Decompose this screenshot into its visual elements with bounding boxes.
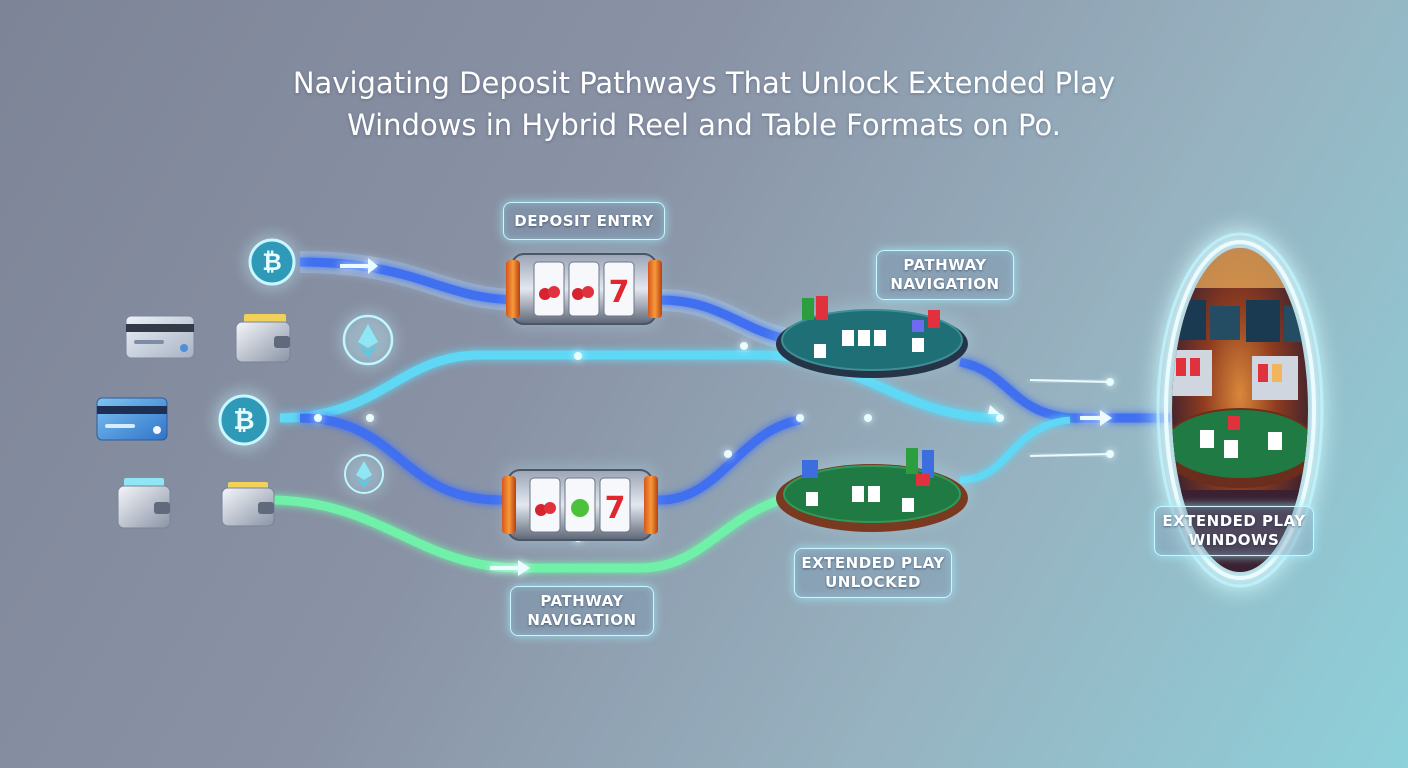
label-extended-play-windows: EXTENDED PLAY WINDOWS xyxy=(1154,506,1314,556)
node-dot xyxy=(996,414,1004,422)
bitcoin-icon: ₿ xyxy=(214,390,274,450)
label-deposit-entry-text: DEPOSIT ENTRY xyxy=(514,211,654,230)
node-dot xyxy=(796,414,804,422)
slot-machine-icon: 7 xyxy=(502,466,658,544)
ethereum-icon xyxy=(342,452,386,496)
path-lower-blue xyxy=(299,413,801,505)
label-line: EXTENDED PLAY xyxy=(801,554,945,572)
svg-text:₿: ₿ xyxy=(233,406,254,436)
path-streak-2 xyxy=(1029,453,1111,457)
node-dot xyxy=(864,414,872,422)
node-dot xyxy=(366,414,374,422)
label-line: NAVIGATION xyxy=(527,611,637,629)
node-dot xyxy=(724,450,732,458)
arrow-icon xyxy=(340,258,378,274)
wallet-icon xyxy=(221,482,275,527)
wallet-icon xyxy=(117,478,171,529)
svg-text:7: 7 xyxy=(609,275,630,310)
poker-table-icon xyxy=(772,296,972,378)
page-title: Navigating Deposit Pathways That Unlock … xyxy=(154,62,1254,146)
node-dot xyxy=(1106,378,1114,386)
blackjack-table-icon xyxy=(772,448,972,532)
label-extended-play-unlocked: EXTENDED PLAY UNLOCKED xyxy=(794,548,952,598)
bitcoin-icon: ₿ xyxy=(244,234,300,290)
credit-card-icon xyxy=(96,397,168,441)
casino-portal xyxy=(1148,222,1332,598)
label-deposit-entry: DEPOSIT ENTRY xyxy=(503,202,665,240)
arrow-icon xyxy=(988,405,1000,414)
label-line: PATHWAY xyxy=(540,592,624,610)
wallet-icon xyxy=(235,314,291,363)
label-line: NAVIGATION xyxy=(890,275,1000,293)
svg-text:₿: ₿ xyxy=(262,248,282,276)
deposit-methods: ₿ xyxy=(96,234,396,529)
pathways xyxy=(200,251,1170,576)
arrow-icon xyxy=(490,560,530,576)
title-line-2: Windows in Hybrid Reel and Table Formats… xyxy=(347,108,1061,142)
node-dot xyxy=(1106,450,1114,458)
path-streak-1 xyxy=(1029,379,1111,383)
slot-machine-icon: 7 xyxy=(506,250,662,328)
node-dot xyxy=(740,342,748,350)
label-line: WINDOWS xyxy=(1188,531,1280,549)
credit-card-icon xyxy=(125,315,195,359)
ethereum-icon xyxy=(340,312,396,368)
label-line: UNLOCKED xyxy=(825,573,921,591)
svg-text:7: 7 xyxy=(605,491,626,526)
title-line-1: Navigating Deposit Pathways That Unlock … xyxy=(292,66,1116,100)
label-line: EXTENDED PLAY xyxy=(1162,512,1306,530)
node-dot xyxy=(314,414,322,422)
path-cyan-arc xyxy=(279,350,1001,423)
arrow-icon xyxy=(1080,410,1112,426)
node-dot xyxy=(574,352,582,360)
label-line: PATHWAY xyxy=(903,256,987,274)
path-lower-right xyxy=(959,416,1071,484)
label-pathway-navigation-top: PATHWAY NAVIGATION xyxy=(876,250,1014,300)
label-pathway-navigation-bottom: PATHWAY NAVIGATION xyxy=(510,586,654,636)
